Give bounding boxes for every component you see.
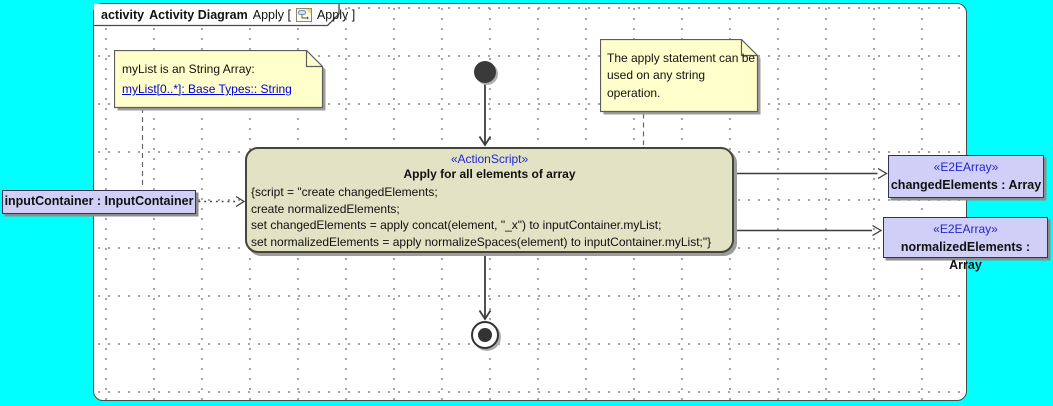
- note-fold-icon: [305, 50, 323, 68]
- object-normalized-elements[interactable]: «E2EArray» normalizedElements : Array: [883, 217, 1048, 272]
- object-stereotype: «E2EArray»: [933, 160, 999, 174]
- action-stereotype: «ActionScript»: [450, 152, 529, 166]
- note-body: [599, 38, 759, 113]
- frame-diagram-type: Activity Diagram: [149, 7, 248, 22]
- final-node-dot: [478, 328, 492, 342]
- note-apply-line: The apply statement can be: [607, 51, 756, 65]
- note-apply-text: The apply statement can be used on any s…: [607, 50, 755, 102]
- object-stereotype: «E2EArray»: [933, 222, 998, 236]
- initial-node[interactable]: [474, 61, 496, 83]
- action-node-apply[interactable]: «ActionScript» Apply for all elements of…: [245, 147, 734, 253]
- note-apply[interactable]: The apply statement can be used on any s…: [599, 38, 762, 116]
- activity-diagram-icon: [295, 7, 312, 22]
- script-line: set normalizedElements = apply normalize…: [251, 234, 712, 249]
- action-script: {script = "create changedElements; creat…: [247, 184, 732, 250]
- note-fold-icon: [740, 39, 758, 57]
- script-line: {script = "create changedElements;: [251, 185, 438, 199]
- script-line: set changedElements = apply concat(eleme…: [251, 218, 662, 233]
- note-body: [113, 49, 324, 109]
- note-mylist[interactable]: myList is an String Array: myList[0..*]:…: [113, 49, 327, 112]
- object-label: inputContainer : InputContainer: [4, 194, 194, 208]
- note-apply-line: used on any string: [607, 68, 706, 83]
- frame-tab[interactable]: activity Activity Diagram Apply [ Apply …: [101, 5, 355, 24]
- frame-keyword: activity: [101, 7, 145, 22]
- object-changed-elements[interactable]: «E2EArray» changedElements : Array: [888, 155, 1044, 198]
- script-line: create normalizedElements;: [251, 201, 400, 216]
- final-node[interactable]: [471, 321, 499, 349]
- object-input-container[interactable]: inputContainer : InputContainer: [2, 190, 196, 214]
- note-mylist-link[interactable]: myList[0..*]: Base Types:: String: [122, 82, 292, 96]
- note-apply-line: operation.: [607, 85, 661, 100]
- frame-name-open: Apply [: [252, 7, 291, 22]
- frame-name-close: Apply ]: [316, 7, 356, 22]
- action-title: Apply for all elements of array: [403, 167, 576, 181]
- object-label: changedElements : Array: [890, 178, 1042, 192]
- note-mylist-text: myList is an String Array:: [122, 62, 255, 76]
- object-label: normalizedElements : Array: [900, 240, 1031, 272]
